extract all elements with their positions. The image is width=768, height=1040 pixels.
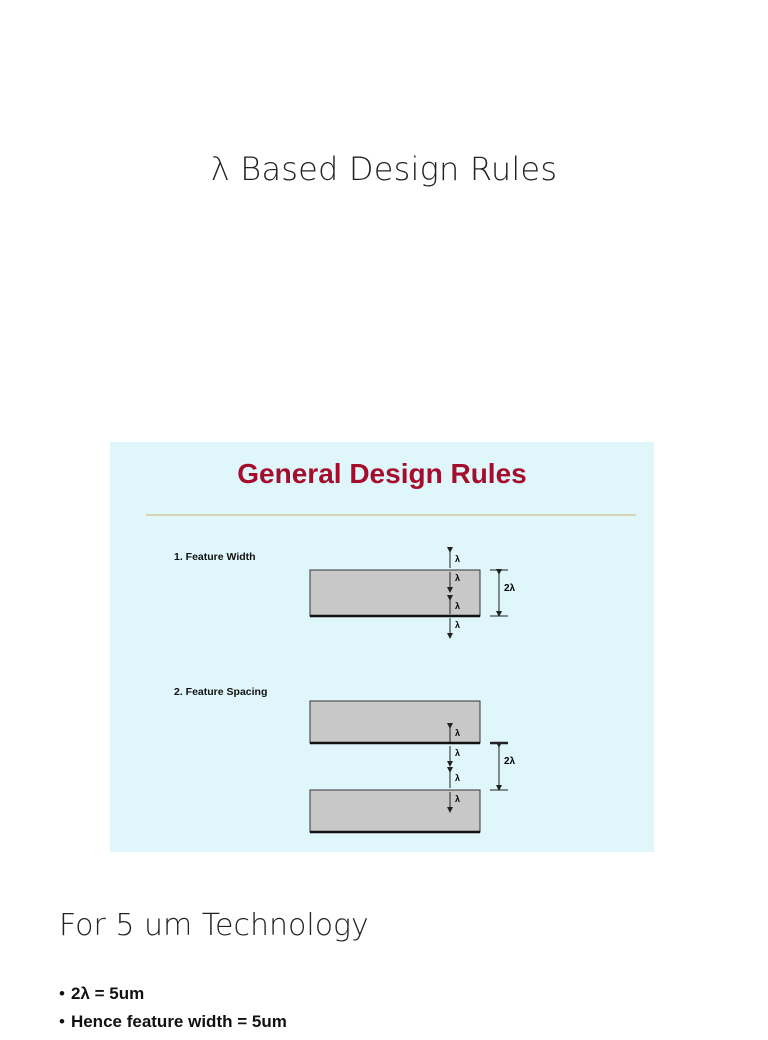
rule2-lambda-4: λ — [455, 794, 460, 804]
rule1-label: 1. Feature Width — [174, 551, 256, 563]
rule2-label: 2. Feature Spacing — [174, 686, 267, 698]
rule2-dimension-label: 2λ — [504, 756, 516, 767]
design-rules-figure: General Design Rules 1. Feature Width λ … — [110, 442, 654, 852]
rule1-lambda-3: λ — [455, 601, 460, 611]
figure-heading: General Design Rules — [237, 458, 526, 489]
design-rules-diagram: General Design Rules 1. Feature Width λ … — [146, 458, 636, 834]
bullet-item: Hence feature width = 5um — [59, 1012, 287, 1032]
rule1-lambda-1: λ — [455, 554, 460, 564]
rule1-lambda-2: λ — [455, 573, 460, 583]
rule2-lambda-1: λ — [455, 728, 460, 738]
rule2-lambda-3: λ — [455, 773, 460, 783]
slide-title: λ Based Design Rules — [210, 150, 558, 188]
section-heading: For 5 um Technology — [59, 908, 369, 943]
rule1-lambda-4: λ — [455, 620, 460, 630]
rule2-lambda-2: λ — [455, 748, 460, 758]
rule1-dimension — [490, 569, 508, 617]
bullet-list: 2λ = 5um Hence feature width = 5um — [59, 984, 287, 1040]
rule1-dimension-label: 2λ — [504, 583, 516, 594]
rule2-dimension — [490, 741, 508, 791]
bullet-item: 2λ = 5um — [59, 984, 287, 1004]
